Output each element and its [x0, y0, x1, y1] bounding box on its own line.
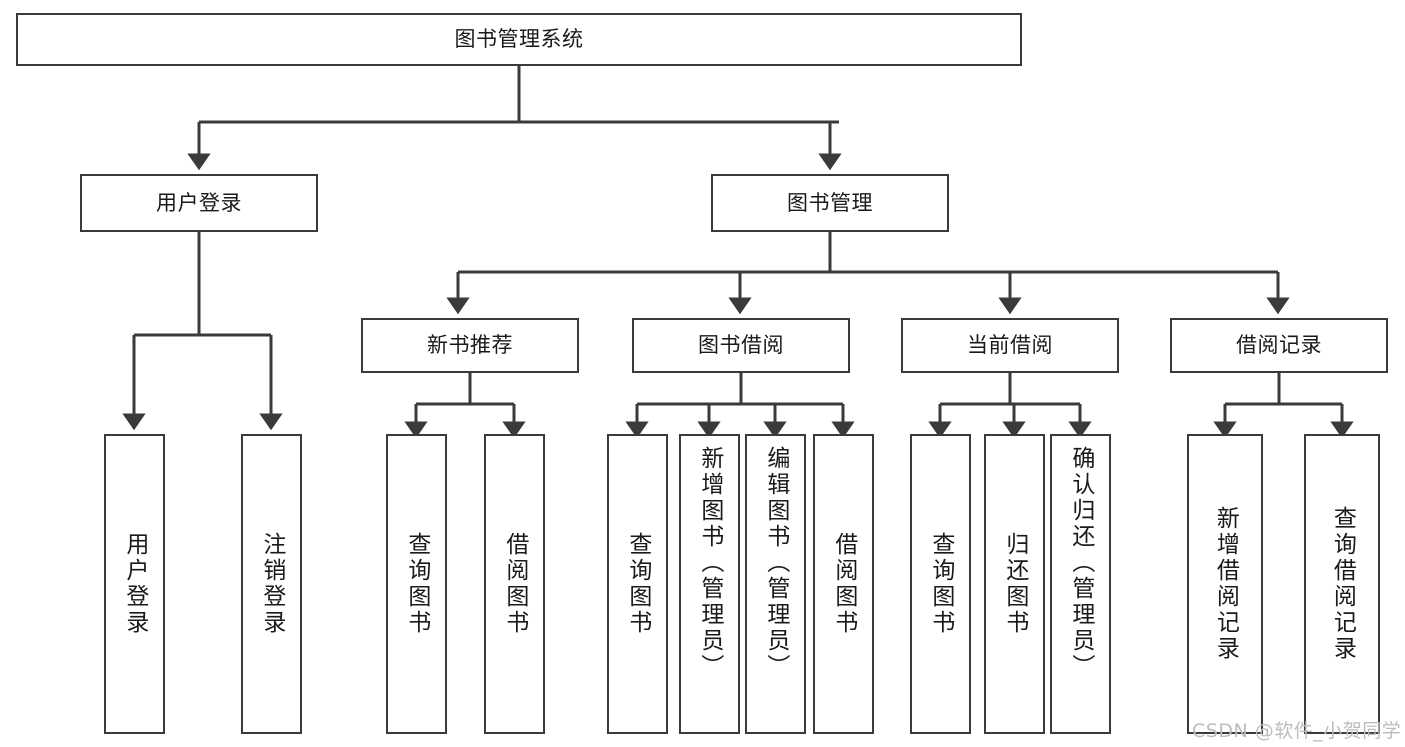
node-book-management[interactable]: 图书管理	[711, 174, 949, 232]
node-user-login-label: 用户登录	[156, 190, 242, 215]
node-user-login[interactable]: 用户登录	[80, 174, 318, 232]
node-book-borrow-label: 图书借阅	[698, 333, 784, 358]
leaf-return-book[interactable]: 归还图书	[984, 434, 1045, 734]
leaf-user-login[interactable]: 用户登录	[104, 434, 165, 734]
leaf-query-book-recommend-label: 查询图书	[403, 532, 430, 636]
node-current-borrow[interactable]: 当前借阅	[901, 318, 1119, 373]
node-borrow-record-label: 借阅记录	[1236, 333, 1322, 358]
leaf-add-book-admin[interactable]: 新增图书（管理员）	[679, 434, 740, 734]
leaf-logout-login[interactable]: 注销登录	[241, 434, 302, 734]
leaf-borrow-book[interactable]: 借阅图书	[813, 434, 874, 734]
leaf-borrow-book-recommend[interactable]: 借阅图书	[484, 434, 545, 734]
leaf-query-borrow-record[interactable]: 查询借阅记录	[1304, 434, 1380, 734]
leaf-return-book-label: 归还图书	[1001, 532, 1028, 636]
leaf-edit-book-admin[interactable]: 编辑图书（管理员）	[745, 434, 806, 734]
node-new-book-recommend-label: 新书推荐	[427, 333, 513, 358]
leaf-add-borrow-record[interactable]: 新增借阅记录	[1187, 434, 1263, 734]
leaf-query-book-borrow-label: 查询图书	[624, 532, 651, 636]
leaf-query-book-recommend[interactable]: 查询图书	[386, 434, 447, 734]
node-root-label: 图书管理系统	[454, 27, 584, 52]
leaf-query-book-current-label: 查询图书	[927, 532, 954, 636]
leaf-query-borrow-record-label: 查询借阅记录	[1329, 506, 1356, 662]
leaf-confirm-return-admin-label: 确认归还（管理员）	[1067, 446, 1094, 680]
leaf-logout-login-label: 注销登录	[258, 532, 285, 636]
leaf-add-borrow-record-label: 新增借阅记录	[1212, 506, 1239, 662]
leaf-query-book-current[interactable]: 查询图书	[910, 434, 971, 734]
leaf-borrow-book-label: 借阅图书	[830, 532, 857, 636]
node-book-borrow[interactable]: 图书借阅	[632, 318, 850, 373]
node-borrow-record[interactable]: 借阅记录	[1170, 318, 1388, 373]
node-root[interactable]: 图书管理系统	[16, 13, 1022, 66]
node-current-borrow-label: 当前借阅	[967, 333, 1053, 358]
leaf-edit-book-admin-label: 编辑图书（管理员）	[762, 446, 789, 680]
leaf-confirm-return-admin[interactable]: 确认归还（管理员）	[1050, 434, 1111, 734]
leaf-query-book-borrow[interactable]: 查询图书	[607, 434, 668, 734]
csdn-watermark: CSDN @软件_小贺同学	[1192, 720, 1402, 742]
leaf-user-login-label: 用户登录	[121, 532, 148, 636]
node-book-management-label: 图书管理	[787, 190, 873, 215]
leaf-borrow-book-recommend-label: 借阅图书	[501, 532, 528, 636]
leaf-add-book-admin-label: 新增图书（管理员）	[696, 446, 723, 680]
node-new-book-recommend[interactable]: 新书推荐	[361, 318, 579, 373]
